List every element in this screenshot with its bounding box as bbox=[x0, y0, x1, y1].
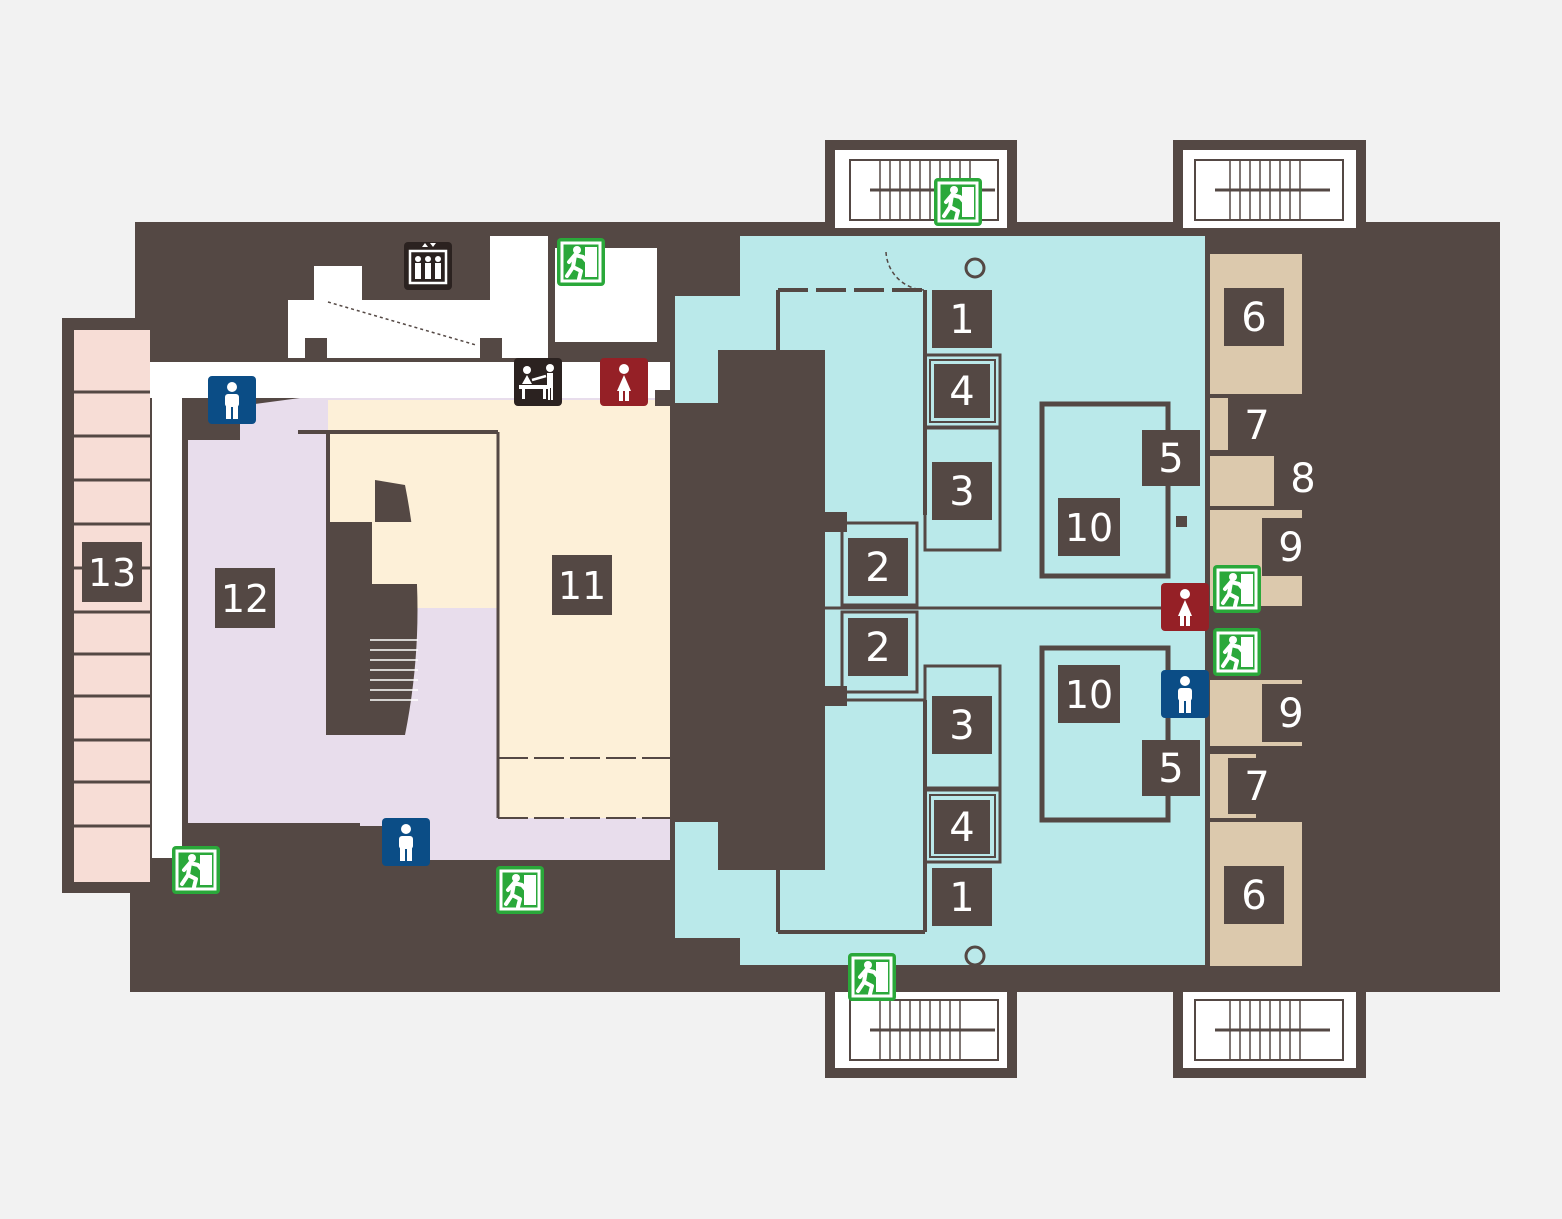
mens-toilet-icon bbox=[382, 818, 430, 866]
room-label-11: 11 bbox=[552, 555, 612, 615]
svg-text:9: 9 bbox=[1278, 525, 1303, 571]
svg-text:7: 7 bbox=[1244, 403, 1269, 449]
annex-partitions bbox=[182, 301, 670, 829]
svg-text:3: 3 bbox=[949, 469, 974, 515]
room-label-10-top: 10 bbox=[1058, 498, 1120, 556]
emergency-exit-icon bbox=[172, 846, 220, 894]
emergency-exit-icon bbox=[1213, 628, 1261, 676]
left-corridor bbox=[150, 236, 670, 858]
svg-text:6: 6 bbox=[1241, 873, 1266, 919]
womens-toilet-icon bbox=[600, 358, 648, 406]
hall-partitions bbox=[776, 251, 1205, 967]
room-label-7-bottom: 7 bbox=[1228, 758, 1286, 814]
svg-text:9: 9 bbox=[1278, 691, 1303, 737]
information-desk-icon bbox=[514, 358, 562, 406]
room-label-6-bottom: 6 bbox=[1224, 866, 1284, 924]
room-label-8: 8 bbox=[1274, 450, 1332, 506]
svg-text:7: 7 bbox=[1244, 764, 1269, 810]
svg-text:4: 4 bbox=[949, 369, 974, 415]
room-label-13: 13 bbox=[82, 542, 142, 602]
room-label-6-top: 6 bbox=[1224, 288, 1284, 346]
room-label-5-bottom: 5 bbox=[1142, 740, 1200, 796]
emergency-exit-icon bbox=[934, 178, 982, 226]
svg-text:5: 5 bbox=[1158, 436, 1183, 482]
womens-toilet-icon bbox=[1161, 583, 1209, 631]
svg-text:13: 13 bbox=[88, 551, 136, 595]
emergency-exit-icon bbox=[496, 866, 544, 914]
svg-text:6: 6 bbox=[1241, 295, 1266, 341]
emergency-exit-icon bbox=[557, 238, 605, 286]
emergency-exit-icon bbox=[1213, 565, 1261, 613]
room-label-10-bottom: 10 bbox=[1058, 665, 1120, 723]
room-label-3-top: 3 bbox=[932, 462, 992, 520]
room-label-4-top: 4 bbox=[934, 364, 990, 418]
svg-text:2: 2 bbox=[865, 545, 890, 591]
svg-text:10: 10 bbox=[1065, 506, 1113, 550]
room-label-3-bottom: 3 bbox=[932, 696, 992, 754]
emergency-exit-icon bbox=[848, 953, 896, 1001]
room-label-2-bottom: 2 bbox=[848, 618, 908, 676]
room-label-4-bottom: 4 bbox=[934, 800, 990, 854]
mens-toilet-icon bbox=[1161, 670, 1209, 718]
svg-text:11: 11 bbox=[558, 564, 606, 608]
mens-toilet-icon bbox=[208, 376, 256, 424]
svg-text:5: 5 bbox=[1158, 746, 1183, 792]
stairwell-bottom-left bbox=[835, 992, 1007, 1068]
svg-text:1: 1 bbox=[949, 297, 974, 343]
svg-text:2: 2 bbox=[865, 625, 890, 671]
svg-text:1: 1 bbox=[949, 875, 974, 921]
room-label-9-top: 9 bbox=[1262, 518, 1320, 576]
elevator-icon bbox=[404, 242, 452, 290]
svg-text:8: 8 bbox=[1290, 456, 1315, 502]
room-label-7-top: 7 bbox=[1228, 398, 1286, 452]
room-label-1-bottom: 1 bbox=[932, 868, 992, 926]
central-core-wall bbox=[718, 350, 825, 870]
room-label-5-top: 5 bbox=[1142, 430, 1200, 486]
svg-text:4: 4 bbox=[949, 805, 974, 851]
stairwell-bottom-right bbox=[1183, 992, 1356, 1068]
room-label-2-top: 2 bbox=[848, 538, 908, 596]
room-13-area bbox=[74, 330, 150, 882]
auditorium-stage bbox=[328, 480, 418, 735]
svg-text:3: 3 bbox=[949, 703, 974, 749]
room-label-12: 12 bbox=[215, 568, 275, 628]
svg-text:10: 10 bbox=[1065, 673, 1113, 717]
svg-text:12: 12 bbox=[221, 577, 269, 621]
room-label-9-bottom: 9 bbox=[1262, 684, 1320, 742]
stairwell-top-right bbox=[1183, 150, 1356, 228]
room-label-1-top: 1 bbox=[932, 290, 992, 348]
room-labels: 1 1 2 2 3 3 4 4 bbox=[82, 288, 1332, 926]
